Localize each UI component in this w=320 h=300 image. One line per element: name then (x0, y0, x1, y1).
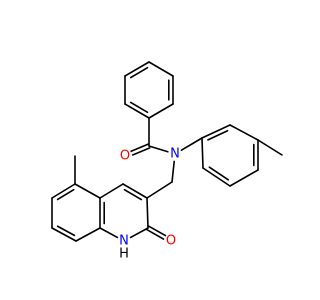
bond-a27-a28 (51, 227, 77, 242)
bond-a23-a25 (74, 183, 101, 199)
bond-a15-a10 (201, 137, 204, 169)
bond-a1-a2 (148, 61, 174, 77)
bond-a19-a20-a (146, 228, 165, 240)
bond-a6-a1-inner (129, 66, 149, 79)
bond-a14-a15 (202, 167, 231, 187)
bond-a14-a15-inner (208, 166, 230, 181)
bond-a25-a26 (51, 183, 76, 199)
bond-a19-a21 (129, 227, 149, 239)
bond-a3-a4 (148, 103, 174, 119)
bond-a7-a8-a (130, 143, 150, 153)
atom-label-a9: N (170, 147, 180, 162)
bond-a4-a5 (124, 103, 150, 119)
atom-label-a8: O (120, 149, 130, 164)
bond-a25-a26-inner (56, 188, 75, 201)
bond-a24-a18 (122, 183, 148, 199)
bond-a10-a11 (201, 124, 231, 139)
bond-a10-a11-inner (207, 129, 229, 141)
atom-label-a20: O (166, 234, 176, 249)
bond-a9-a17 (171, 160, 175, 183)
bond-a21-a22 (99, 227, 119, 239)
bond-a23-a24 (99, 183, 124, 199)
bond-a9-a10 (180, 137, 203, 151)
bond-a12-a16 (257, 139, 283, 156)
bond-layer (51, 61, 283, 242)
bond-a7-a9 (148, 145, 169, 153)
bond-a24-a18-inner (123, 188, 143, 201)
bond-a4-a5-inner (129, 101, 149, 114)
bond-a11-a12 (229, 124, 259, 141)
hydrogen-label-h21: H (119, 247, 129, 262)
bond-a17-a18 (146, 181, 173, 199)
bond-a18-a19 (146, 197, 149, 229)
bond-a19-a20-b (148, 225, 167, 237)
bond-a13-a14 (229, 169, 259, 187)
bond-a7-a8-b (131, 147, 151, 156)
bond-a27-a28-inner (56, 225, 76, 237)
bond-a28-a22 (75, 227, 101, 242)
atom-label-a21: N (119, 234, 129, 249)
bond-a6-a1 (124, 61, 150, 77)
